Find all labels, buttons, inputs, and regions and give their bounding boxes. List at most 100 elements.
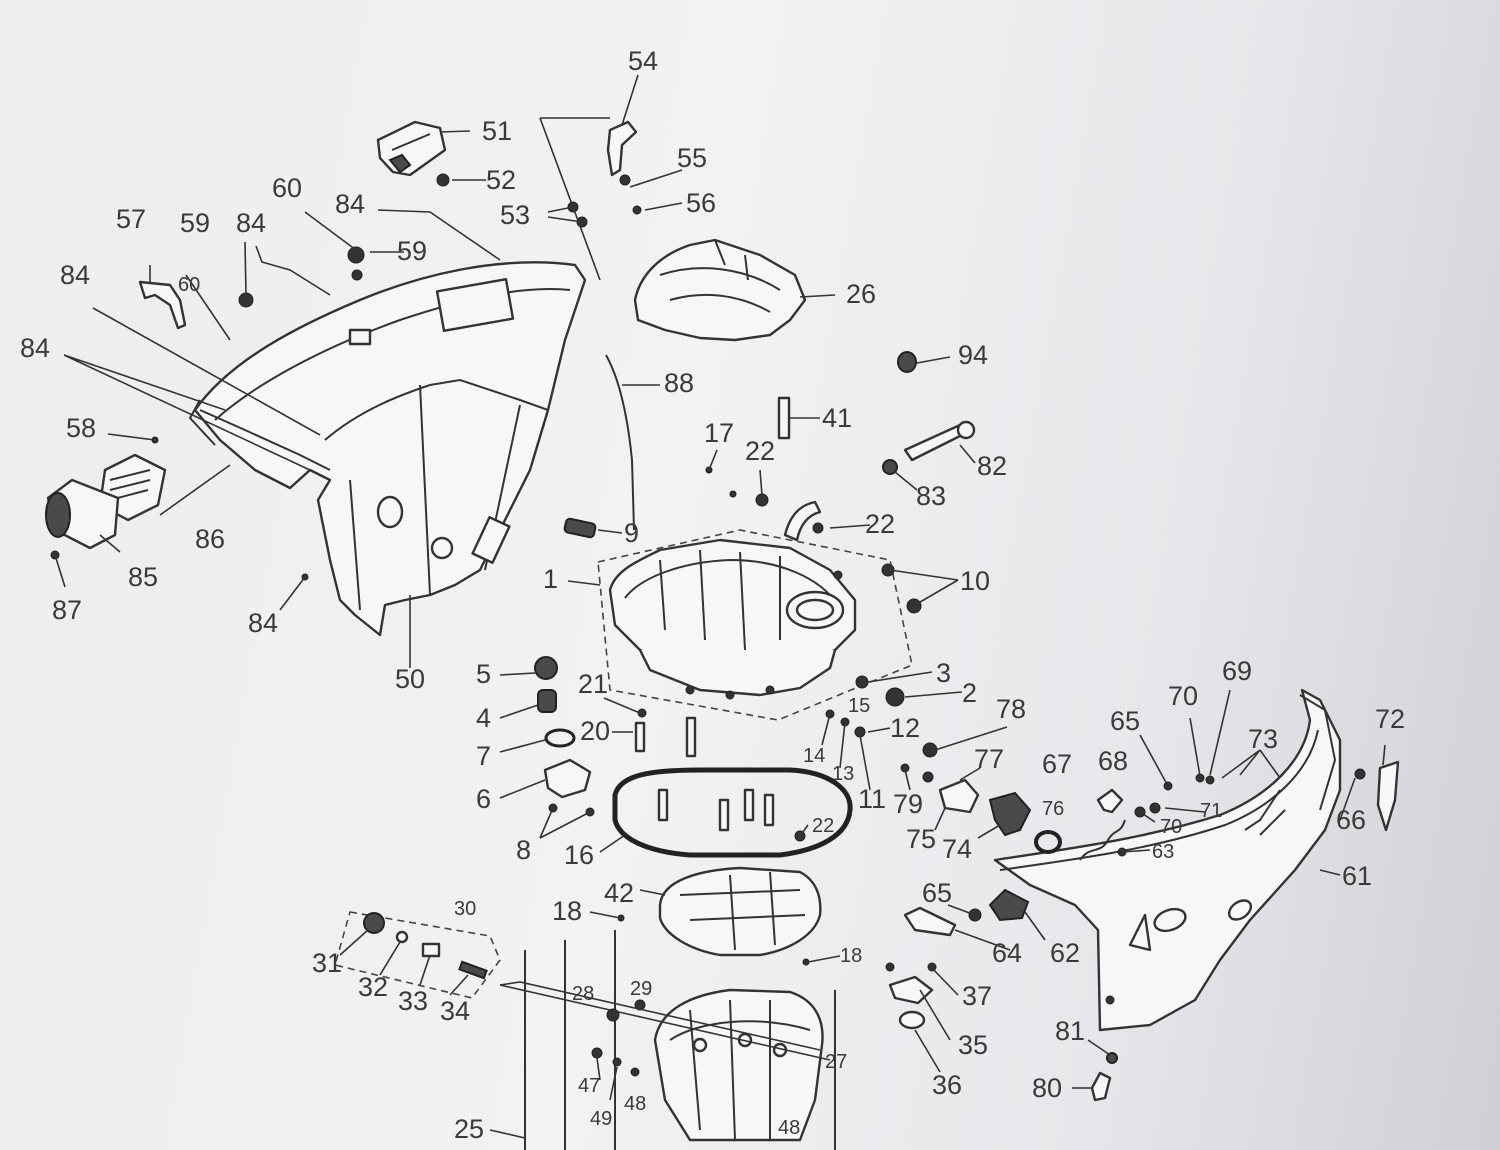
part-label: 5	[476, 659, 491, 689]
part-label: 59	[397, 236, 427, 266]
spring-part-9	[563, 517, 597, 539]
upper-cowling-part	[188, 261, 587, 637]
o-ring-part-7	[544, 728, 576, 748]
part-label: 74	[942, 834, 972, 864]
part-label: 66	[1336, 805, 1366, 835]
part-label: 7	[476, 741, 491, 771]
part-label: 18	[552, 896, 582, 926]
cover-part-35	[888, 975, 934, 1005]
part-label: 27	[825, 1051, 847, 1073]
part-label: 58	[66, 413, 96, 443]
hook-part-68	[1096, 788, 1124, 814]
part-label: 35	[958, 1030, 988, 1060]
part-label: 59	[180, 208, 210, 238]
part-label: 84	[60, 260, 90, 290]
part-label: 72	[1375, 704, 1405, 734]
part-label: 11	[858, 784, 886, 814]
part-label: 73	[1248, 724, 1278, 754]
part-label: 3	[936, 658, 951, 688]
part-label: 36	[932, 1070, 962, 1100]
plug-part-31	[363, 912, 385, 934]
cap-part-5	[534, 656, 558, 680]
leader-lines	[54, 74, 1386, 1139]
part-label: 84	[335, 189, 365, 219]
part-label: 57	[116, 204, 146, 234]
part-label: 65	[1110, 706, 1140, 736]
part-label: 30	[454, 898, 476, 920]
cap-part-94	[897, 351, 917, 373]
part-label: 94	[958, 340, 988, 370]
part-label: 63	[1152, 841, 1174, 863]
lower-housing-part	[653, 988, 824, 1142]
part-label: 10	[960, 566, 990, 596]
part-label: 69	[1222, 656, 1252, 686]
pin-part-34	[458, 960, 488, 980]
washer-part-32	[395, 930, 409, 944]
rod-part-88	[605, 354, 635, 531]
o-ring-part-76	[1034, 830, 1062, 854]
plate-part-42	[658, 866, 822, 957]
part-label: 71	[1200, 800, 1222, 822]
adapter-plate-part-1	[608, 538, 857, 700]
part-label: 4	[476, 703, 491, 733]
part-label: 12	[890, 713, 920, 743]
part-label: 48	[624, 1093, 646, 1115]
part-label: 52	[486, 165, 516, 195]
part-label: 54	[628, 46, 658, 76]
part-label: 77	[974, 744, 1004, 774]
part-label: 29	[630, 978, 652, 1000]
filter-part-4	[537, 689, 557, 713]
part-label: 31	[312, 948, 342, 978]
part-label: 15	[848, 695, 870, 717]
part-label: 33	[398, 986, 428, 1016]
part-label: 21	[578, 669, 608, 699]
dashed-group-box-1	[597, 529, 913, 721]
gasket-part-16	[612, 767, 853, 858]
part-label: 32	[358, 972, 388, 1002]
part-label: 22	[745, 436, 775, 466]
part-label: 50	[395, 664, 425, 694]
part-label: 67	[1042, 749, 1072, 779]
part-label: 70	[1168, 681, 1198, 711]
part-label: 8	[516, 835, 531, 865]
seal-part-36	[898, 1010, 926, 1030]
part-label: 70	[1160, 816, 1182, 838]
part-label: 16	[564, 840, 594, 870]
washer-part-83	[882, 459, 898, 475]
bolt-part-41	[777, 396, 791, 440]
vent-assembly-86-85	[45, 453, 167, 550]
part-label: 61	[1342, 861, 1372, 891]
part-label: 26	[846, 279, 876, 309]
part-label: 13	[832, 763, 854, 785]
fitting-part-74	[988, 791, 1032, 837]
part-label: 51	[482, 116, 512, 146]
clip-part-80	[1090, 1071, 1112, 1102]
part-label: 1	[543, 564, 558, 594]
part-label: 84	[236, 208, 266, 238]
part-label: 55	[677, 143, 707, 173]
latch-part-72	[1376, 760, 1400, 832]
part-label: 65	[922, 878, 952, 908]
part-label: 20	[580, 716, 610, 746]
part-label: 84	[248, 608, 278, 638]
part-label: 80	[1032, 1073, 1062, 1103]
clip-part-57	[138, 280, 187, 330]
part-label: 48	[778, 1117, 800, 1139]
part-label: 14	[803, 745, 825, 767]
part-label: 37	[962, 981, 992, 1011]
fitting-part-75	[938, 778, 980, 814]
part-label: 87	[52, 595, 82, 625]
part-label: 83	[916, 481, 946, 511]
part-label: 25	[454, 1114, 484, 1144]
dashed-group-box-30	[334, 911, 501, 999]
spring-part-67	[1079, 819, 1126, 861]
part-label: 17	[704, 418, 734, 448]
part-label: 86	[195, 524, 225, 554]
dimension-lines	[524, 930, 836, 1150]
part-label: 2	[962, 678, 977, 708]
lower-cowl-part-61	[993, 688, 1342, 1032]
part-label: 22	[812, 815, 834, 837]
handle-part-64	[903, 906, 957, 937]
part-label: 41	[822, 403, 852, 433]
